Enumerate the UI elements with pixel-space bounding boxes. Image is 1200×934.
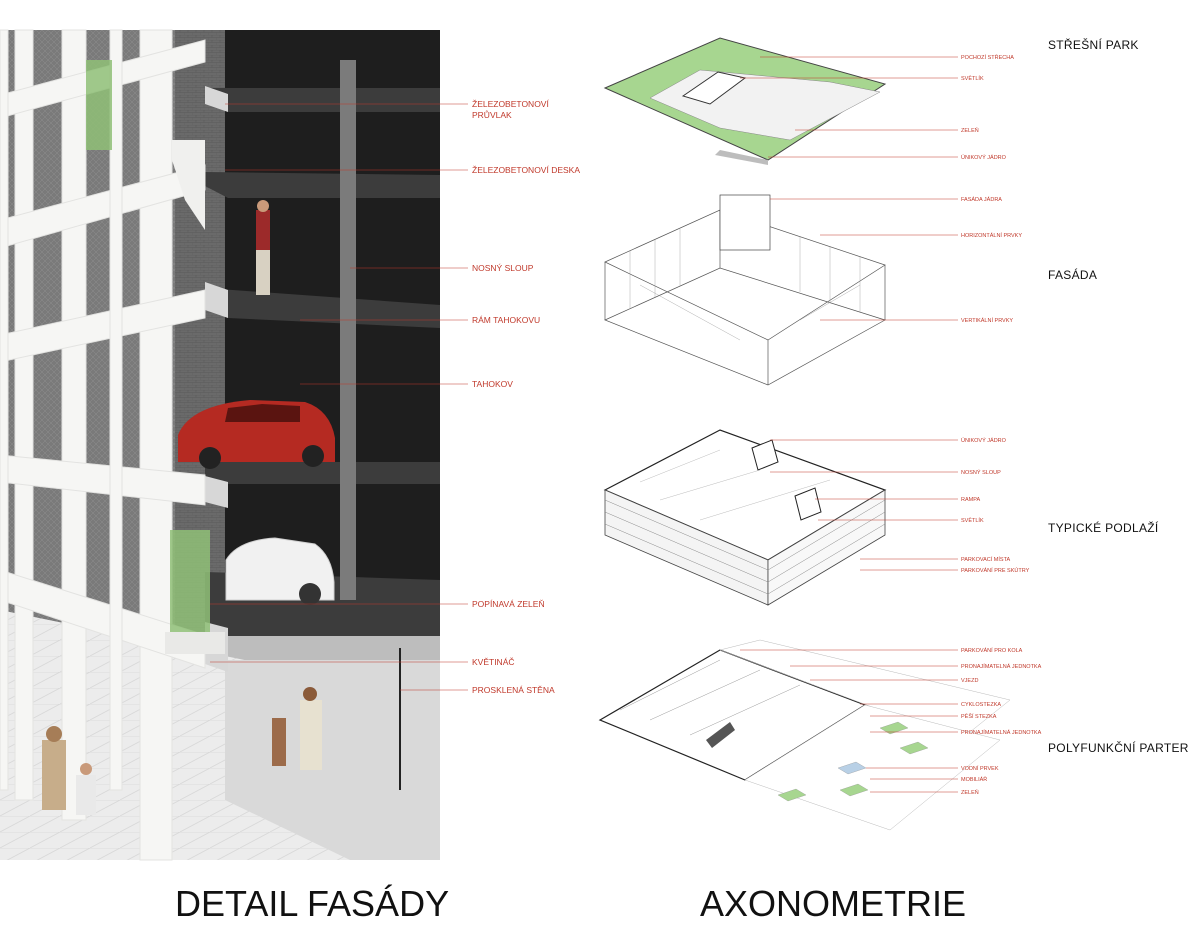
axo-label-vertical-members: VERTIKÁLNÍ PRVKY xyxy=(961,317,1013,324)
axo-typical-floor xyxy=(603,429,887,606)
label-column: NOSNÝ SLOUP xyxy=(472,263,534,273)
label-mesh: TAHOKOV xyxy=(472,379,513,389)
label-beam-line1: ŽELEZOBETONOVÍ xyxy=(472,99,549,109)
climbing-greenery xyxy=(86,60,210,640)
axo-label-escape-core: ÚNIKOVÝ JÁDRO xyxy=(961,154,1007,161)
title-axonometry: AXONOMETRIE xyxy=(700,883,966,924)
axo-roof-park xyxy=(603,37,887,165)
axo-labels-typical-floor: ÚNIKOVÝ JÁDRO NOSNÝ SLOUP RAMPA SVĚTLÍK … xyxy=(961,437,1030,574)
axo-label-bike-parking: PARKOVÁNÍ PRO KOLA xyxy=(961,647,1023,654)
label-slab: ŽELEZOBETONOVÍ DESKA xyxy=(472,165,580,175)
axo-label-greenery-2: ZELEŇ xyxy=(961,789,979,796)
axo-label-cycle-path: CYKLOSTEZKA xyxy=(961,702,1001,708)
axo-labels-ground-floor: PARKOVÁNÍ PRO KOLA PRONAJÍMATELNÁ JEDNOT… xyxy=(961,647,1042,796)
detail-labels: ŽELEZOBETONOVÍ PRŮVLAK ŽELEZOBETONOVÍ DE… xyxy=(472,99,580,695)
interior-dark-upper xyxy=(200,30,440,630)
label-glass-wall: PROSKLENÁ STĚNA xyxy=(472,685,555,695)
axo-label-skylight-2: SVĚTLÍK xyxy=(961,516,984,524)
label-climbing-greenery: POPÍNAVÁ ZELEŇ xyxy=(472,599,545,609)
axo-label-ramp: RAMPA xyxy=(961,497,980,503)
axo-label-core-facade: FASÁDA JÁDRA xyxy=(961,196,1002,203)
concrete-slabs xyxy=(205,88,440,636)
axo-labels-facade: FASÁDA JÁDRA HORIZONTÁLNÍ PRVKY VERTIKÁL… xyxy=(961,196,1022,324)
red-car xyxy=(178,400,335,469)
title-facade-detail: DETAIL FASÁDY xyxy=(175,883,449,924)
axo-facade xyxy=(604,194,886,386)
axo-label-furniture: MOBILIÁŘ xyxy=(961,775,987,783)
frame-bracket xyxy=(172,140,205,230)
ground-floor-interior xyxy=(225,660,440,860)
axo-leader-lines xyxy=(740,56,958,793)
white-car xyxy=(225,537,335,605)
level-name-roof-park: STŘEŠNÍ PARK xyxy=(1048,37,1139,52)
axo-label-skylight: SVĚTLÍK xyxy=(961,74,984,82)
interior-columns xyxy=(340,60,356,600)
axo-label-horizontal-members: HORIZONTÁLNÍ PRVKY xyxy=(961,232,1022,239)
axo-label-parking-spaces: PARKOVACÍ MÍSTA xyxy=(961,556,1011,563)
detail-leader-lines xyxy=(210,103,468,691)
level-names: STŘEŠNÍ PARK FASÁDA TYPICKÉ PODLAŽÍ POLY… xyxy=(1048,37,1189,755)
axo-label-water-feature: VODNÍ PRVEK xyxy=(961,765,999,772)
axo-ground-floor xyxy=(598,639,1011,831)
axo-green-squares xyxy=(777,721,929,802)
facade-detail-rendering xyxy=(0,29,440,861)
level-name-facade: FASÁDA xyxy=(1048,267,1097,282)
axo-label-rentable-unit-2: PRONAJÍMATELNÁ JEDNOTKA xyxy=(961,729,1042,736)
planter-box xyxy=(165,632,225,654)
axo-label-greenery: ZELEŇ xyxy=(961,127,979,134)
axo-label-entrance: VJEZD xyxy=(961,678,978,684)
axo-label-walkable-roof: POCHOZÍ STŘECHA xyxy=(961,53,1014,61)
axo-label-footpath: PĚŠÍ STEZKA xyxy=(961,712,997,720)
axo-stair-element xyxy=(706,722,735,748)
axo-label-column: NOSNÝ SLOUP xyxy=(961,469,1001,476)
axo-label-escape-core-2: ÚNIKOVÝ JÁDRO xyxy=(961,437,1007,444)
concrete-frame-grid xyxy=(0,29,206,861)
label-mesh-frame: RÁM TAHOKOVU xyxy=(472,315,540,325)
axo-label-rentable-unit: PRONAJÍMATELNÁ JEDNOTKA xyxy=(961,663,1042,670)
people-figures xyxy=(42,200,322,815)
label-beam-line2: PRŮVLAK xyxy=(472,109,512,120)
label-planter: KVĚTINÁČ xyxy=(472,657,515,667)
axo-label-scooter-parking: PARKOVÁNÍ PRE SKÚTRY xyxy=(961,567,1030,574)
label-beam: ŽELEZOBETONOVÍ PRŮVLAK xyxy=(472,99,551,120)
axo-labels-roof: POCHOZÍ STŘECHA SVĚTLÍK ZELEŇ ÚNIKOVÝ JÁ… xyxy=(961,53,1014,161)
level-name-typical-floor: TYPICKÉ PODLAŽÍ xyxy=(1048,520,1159,535)
level-name-ground-floor: POLYFUNKČNÍ PARTER xyxy=(1048,740,1189,755)
